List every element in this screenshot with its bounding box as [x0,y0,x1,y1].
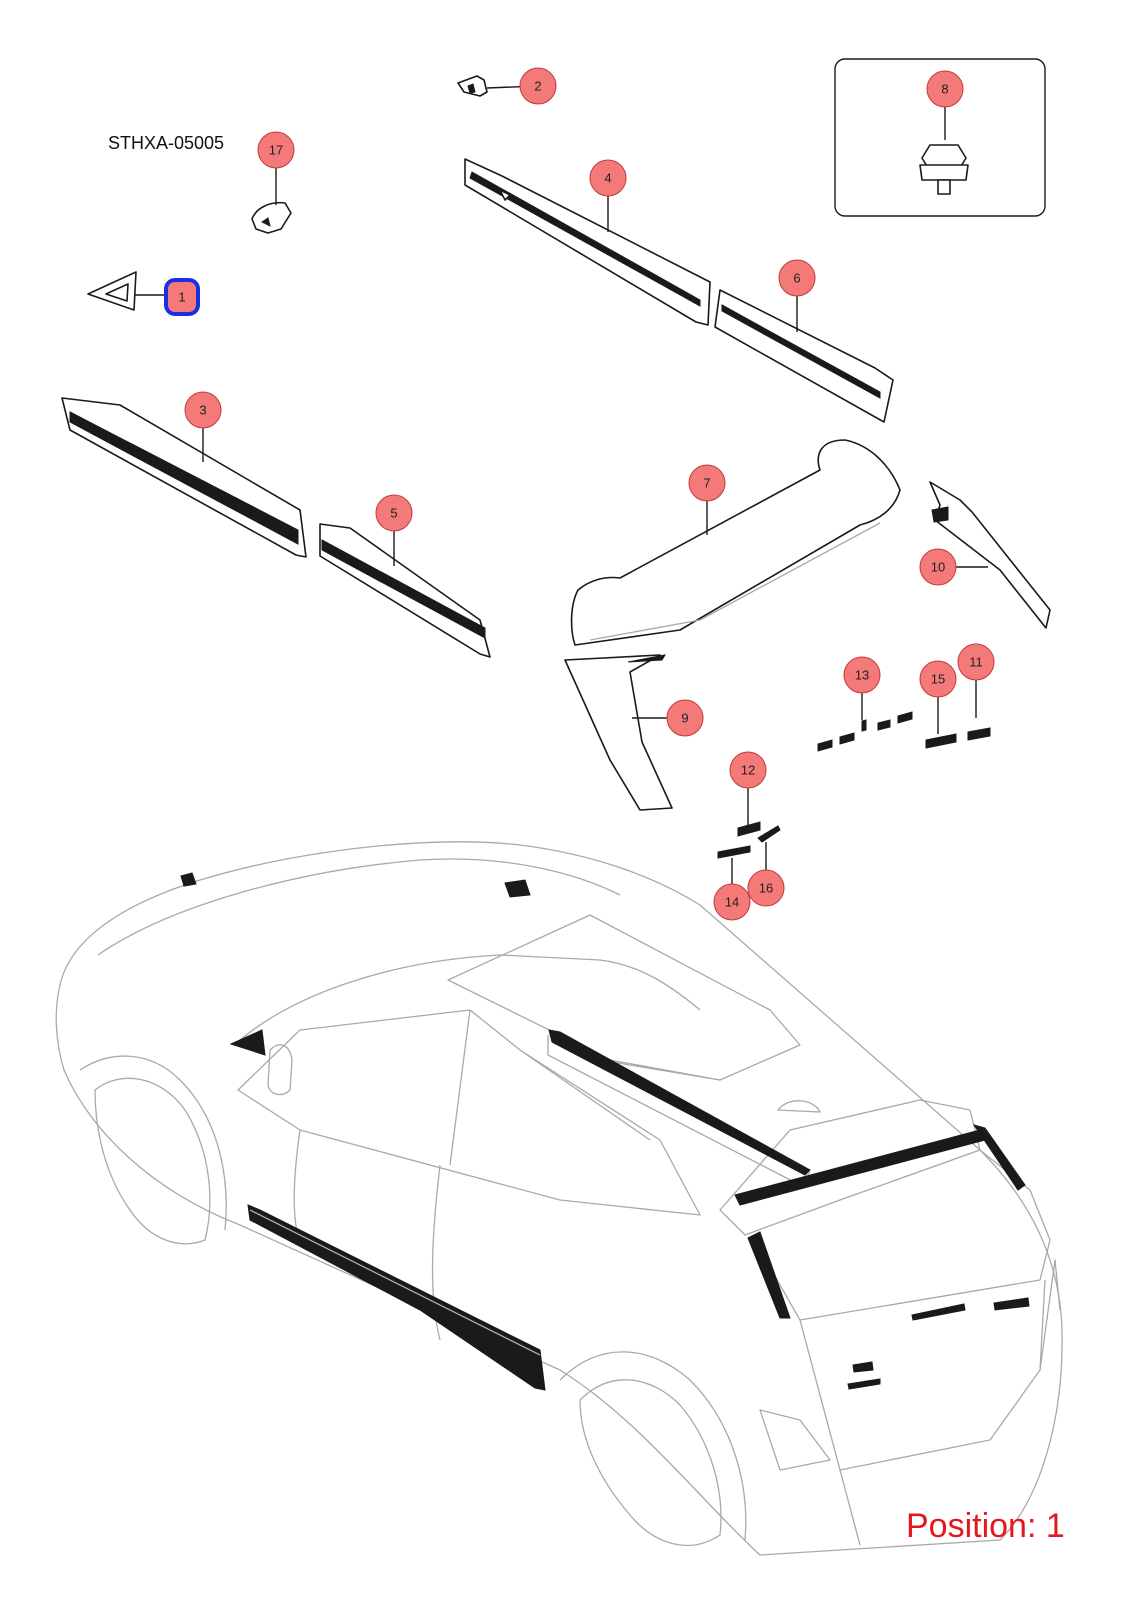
callout-16[interactable]: 16 [747,869,785,907]
callout-12[interactable]: 12 [729,751,767,789]
drawing-code: STHXA-05005 [108,133,225,153]
callout-label: 8 [941,82,948,97]
callout-8[interactable]: 8 [926,70,964,108]
part-11-emblem [967,727,991,741]
part-14-emblem [717,845,751,859]
part-10-pillar-trim [929,481,1051,629]
callout-label: 16 [759,881,773,896]
part-7-spoiler [570,439,901,646]
part-2-clip [457,75,488,97]
callout-label: 17 [269,143,283,158]
callout-3[interactable]: 3 [184,391,222,429]
callout-15[interactable]: 15 [919,660,957,698]
callout-label: 4 [604,171,611,186]
callout-label: 2 [534,79,541,94]
callout-label: 7 [703,476,710,491]
part-13-emblem-letters [817,711,913,752]
callout-label: 9 [681,711,688,726]
callout-4[interactable]: 4 [589,159,627,197]
part-12-emblem [737,821,761,837]
callout-label: 14 [725,895,739,910]
part-9-c-pillar-trim [564,654,673,811]
callout-9[interactable]: 9 [666,699,704,737]
part-1-triangle-cover [87,271,137,311]
callout-11[interactable]: 11 [957,643,995,681]
part-3-door-moulding [61,397,307,558]
callout-label: 6 [793,271,800,286]
callout-label: 5 [390,506,397,521]
part-6-roof-moulding [714,289,894,423]
callout-label: 15 [931,672,945,687]
callout-17[interactable]: 17 [257,131,295,169]
callout-label: 1 [178,290,185,305]
callout-label: 10 [931,560,945,575]
inset-part-8 [834,58,1046,217]
part-16-emblem [757,825,781,843]
callout-5[interactable]: 5 [375,494,413,532]
position-indicator: Position: 1 [906,1507,1065,1545]
part-15-emblem [925,733,957,749]
callout-label: 13 [855,668,869,683]
callout-2[interactable]: 2 [519,67,557,105]
callout-14[interactable]: 14 [713,883,751,921]
part-17-bracket [251,201,292,234]
callout-13[interactable]: 13 [843,656,881,694]
vehicle-outline [55,841,1063,1556]
callout-label: 11 [969,655,983,670]
callout-1[interactable]: 1 [164,278,200,316]
part-5-door-moulding [319,523,491,658]
callout-10[interactable]: 10 [919,548,957,586]
callout-label: 12 [741,763,755,778]
part-4-roof-moulding [464,158,711,326]
callout-label: 3 [199,403,206,418]
callout-7[interactable]: 7 [688,464,726,502]
callout-6[interactable]: 6 [778,259,816,297]
